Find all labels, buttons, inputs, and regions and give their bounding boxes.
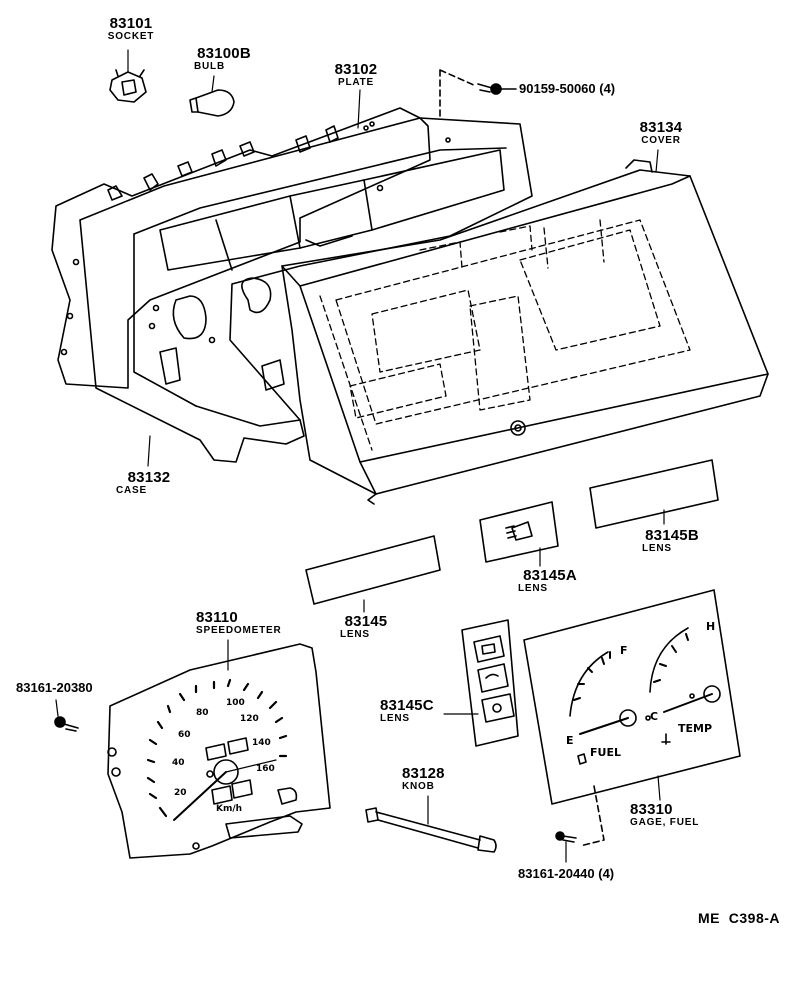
- lens-b-part: [589, 459, 719, 529]
- top-screw: [477, 83, 517, 95]
- gage-screw: [555, 831, 577, 843]
- callout-cover-name: COVER: [641, 135, 681, 146]
- callout-speedometer-name: SPEEDOMETER: [196, 625, 282, 636]
- lens-a-part: [479, 501, 559, 563]
- callout-lens-a-name: LENS: [518, 583, 548, 594]
- speedo-mark-60: 60: [178, 730, 191, 740]
- gage-part: [523, 589, 741, 805]
- callout-lens-a: 83145A LENS: [512, 568, 588, 594]
- callout-lens-b: 83145B LENS: [634, 528, 710, 554]
- callout-lens-name: LENS: [340, 629, 370, 640]
- speedometer-part: [107, 643, 331, 859]
- plate-part: [51, 107, 431, 389]
- callout-case-part-number: 83132: [127, 469, 171, 486]
- lens-part: [305, 535, 441, 605]
- top-screw-guide: [439, 69, 477, 119]
- callout-gage: 83310 GAGE, FUEL: [630, 802, 726, 828]
- callout-cover: 83134 COVER: [628, 120, 694, 146]
- callout-cover-part-number: 83134: [639, 119, 683, 136]
- callout-socket-name: SOCKET: [107, 31, 155, 42]
- case-part: [79, 117, 533, 463]
- gauge-fuel-label: FUEL: [590, 746, 621, 759]
- gauge-temp-label: TEMP: [678, 722, 713, 735]
- leader-lines: [55, 49, 665, 863]
- callout-speedometer-screw: 83161-20380: [16, 680, 93, 695]
- diagram-code: ME C398-A: [698, 910, 781, 926]
- callout-gage-part-number: 83310: [630, 801, 673, 818]
- callout-lens-part-number: 83145: [344, 613, 388, 630]
- callout-case: 83132 CASE: [116, 470, 182, 496]
- callout-socket-part-number: 83101: [109, 15, 153, 32]
- callout-gage-name: GAGE, FUEL: [630, 817, 700, 828]
- speedo-mark-160: 160: [256, 764, 275, 774]
- speedo-mark-80: 80: [196, 708, 209, 718]
- speedo-mark-100: 100: [226, 698, 245, 708]
- callout-lens-b-name: LENS: [642, 543, 672, 554]
- callout-speedometer: 83110 SPEEDOMETER: [196, 610, 306, 636]
- callout-knob: 83128 KNOB: [402, 766, 458, 792]
- callout-lens: 83145 LENS: [334, 614, 398, 640]
- knob-part: [365, 807, 497, 853]
- callout-knob-name: KNOB: [402, 781, 435, 792]
- gauge-fuel-empty: E: [566, 734, 574, 747]
- socket-part: [109, 69, 147, 103]
- callout-lens-a-part-number: 83145A: [523, 567, 577, 584]
- callout-bulb-name: BULB: [194, 61, 225, 72]
- speedo-mark-40: 40: [172, 758, 185, 768]
- speedo-mark-120: 120: [240, 714, 259, 724]
- callout-top-screw: 90159-50060 (4): [519, 81, 616, 96]
- speedo-mark-20: 20: [174, 788, 187, 798]
- callout-bulb-part-number: 83100B: [197, 45, 251, 62]
- callout-socket: 83101 SOCKET: [96, 16, 166, 42]
- callout-gage-screw: 83161-20440 (4): [518, 866, 615, 881]
- speedo-mark-140: 140: [252, 738, 271, 748]
- gauge-fuel-full: F: [620, 644, 628, 657]
- callout-lens-c-part-number: 83145C: [380, 697, 434, 714]
- callout-lens-c-name: LENS: [380, 713, 410, 724]
- callout-bulb: 83100B BULB: [184, 46, 264, 72]
- bulb-part: [189, 89, 235, 117]
- callout-speedometer-part-number: 83110: [196, 609, 238, 626]
- lens-c-part: [461, 619, 519, 747]
- speedo-unit: Km/h: [216, 804, 243, 814]
- gage-screw-guide: [579, 785, 605, 847]
- speedometer-screw: [54, 716, 79, 732]
- callout-knob-part-number: 83128: [402, 765, 445, 782]
- callout-plate-name: PLATE: [337, 77, 375, 88]
- callout-lens-b-part-number: 83145B: [645, 527, 699, 544]
- cover-part: [281, 159, 769, 505]
- callout-case-name: CASE: [116, 485, 147, 496]
- gauge-temp-cold: C: [650, 710, 659, 723]
- callout-plate: 83102 PLATE: [326, 62, 386, 88]
- callout-plate-part-number: 83102: [334, 61, 378, 78]
- callout-lens-c: 83145C LENS: [380, 698, 446, 724]
- gauge-temp-hot: H: [706, 620, 716, 633]
